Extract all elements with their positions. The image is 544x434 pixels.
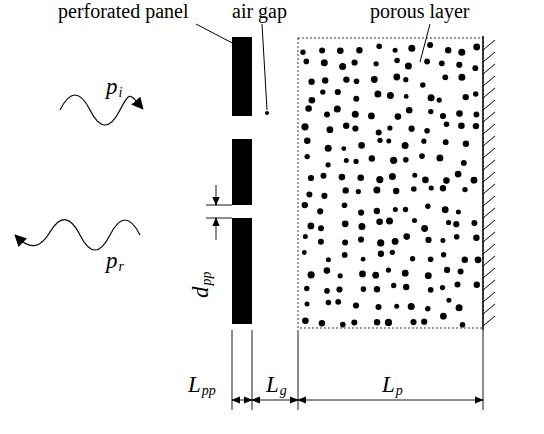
dimension-label: Lpp (188, 374, 216, 399)
porous-dots (300, 42, 481, 328)
dimension-label: dpp (190, 272, 215, 299)
part-label: perforated panel (58, 0, 188, 22)
part-label: porous layer (370, 0, 469, 22)
pressure-label: pr (106, 250, 124, 275)
incident-wave (60, 95, 142, 125)
leader-lines (196, 24, 430, 110)
dimension-label: Lg (266, 374, 287, 399)
perforated-panel (232, 37, 252, 329)
pressure-label: pi (106, 76, 122, 101)
reflected-wave (16, 220, 140, 250)
porous-layer (298, 38, 483, 328)
part-label: air gap (232, 0, 287, 22)
dimension-label: Lp (382, 374, 403, 399)
air-gap-dot (265, 111, 269, 115)
dimension-lines (206, 185, 483, 410)
wall-hatching (483, 40, 495, 326)
rigid-wall (482, 36, 484, 330)
